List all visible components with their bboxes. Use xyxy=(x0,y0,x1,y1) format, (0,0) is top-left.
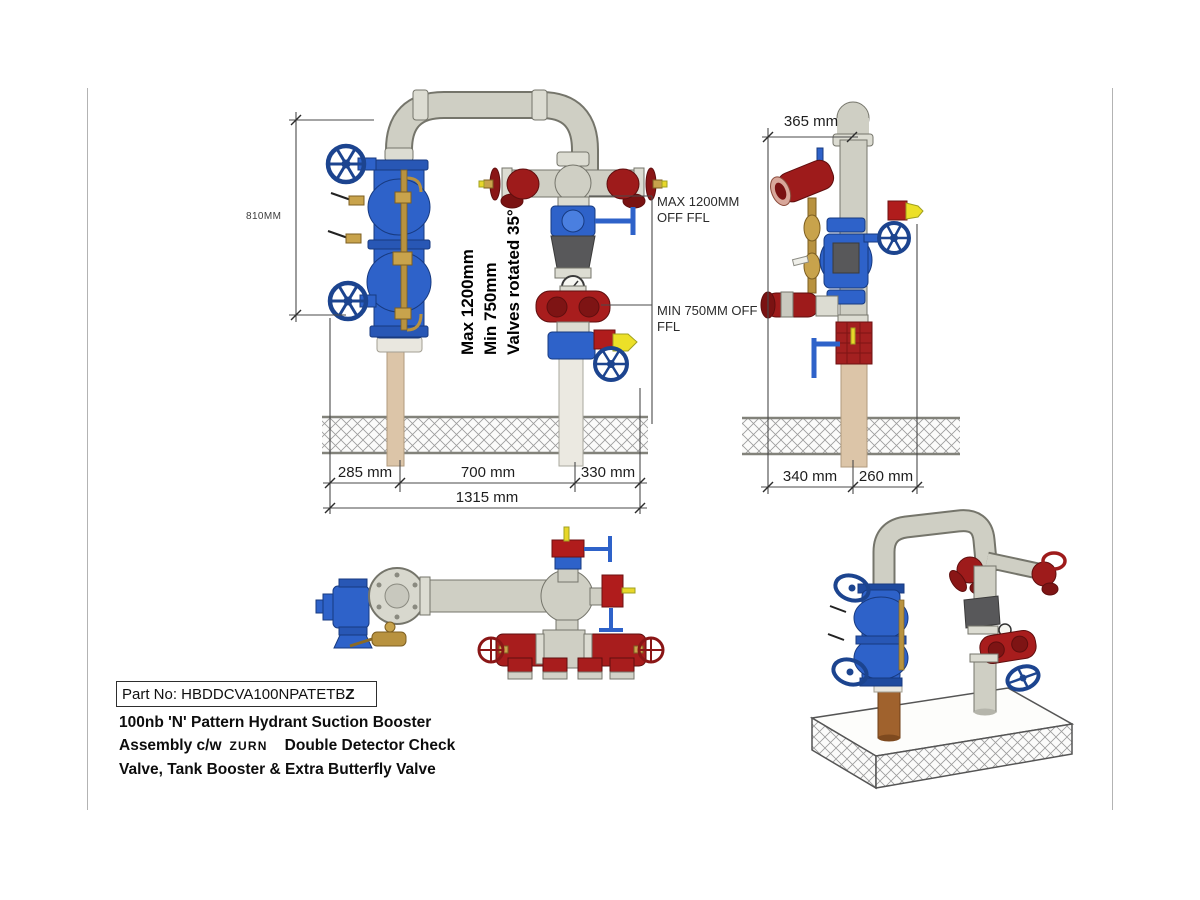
description-line2: Assembly c/w ZURN Double Detector Check xyxy=(119,734,479,758)
hydrant-valve-left xyxy=(478,167,540,209)
brass-bypass-line xyxy=(392,169,423,332)
front-view xyxy=(289,89,668,514)
iso-gray-pipe xyxy=(973,659,997,716)
dim-700-label: 700 mm xyxy=(460,464,516,481)
dim-330-label: 330 mm xyxy=(580,464,636,481)
rotated-note-line1: Max 1200mm xyxy=(458,249,477,355)
side-handwheel xyxy=(863,221,911,255)
side-assembly xyxy=(760,101,924,378)
plan-flange-disc xyxy=(368,567,426,625)
front-booster-riser xyxy=(478,164,668,382)
suction-booster-inlet xyxy=(535,285,611,323)
iso-ddcv-assembly xyxy=(827,573,909,693)
dim-260-label: 260 mm xyxy=(858,468,914,485)
dim-365-label: 365 mm xyxy=(783,113,839,130)
dimension-ticks xyxy=(762,131,923,493)
description-line2-pre: Assembly c/w xyxy=(119,737,222,754)
dim-285-label: 285 mm xyxy=(337,464,393,481)
plan-view xyxy=(315,526,665,680)
zurn-brand-text: ZURN xyxy=(229,739,268,753)
plan-suction-manifold xyxy=(477,629,665,680)
part-number-suffix: Z xyxy=(345,685,355,703)
rotated-note: Max 1200mm Min 750mm Valves rotated 35° xyxy=(456,209,526,355)
side-red-riser-section xyxy=(835,314,873,365)
side-hydrant-outlet-lower xyxy=(760,291,839,319)
frame-right-line xyxy=(1112,88,1113,810)
part-description: 100nb 'N' Pattern Hydrant Suction Booste… xyxy=(119,711,479,781)
manifold-handwheel-left xyxy=(477,636,509,664)
gate-valve-handwheel-bottom xyxy=(327,280,377,322)
front-white-riser-pipe xyxy=(558,355,584,467)
side-tan-riser-pipe xyxy=(840,361,868,468)
annotation-max-ffl: MAX 1200MM OFF FFL xyxy=(657,194,740,225)
pipe-coupling xyxy=(556,151,590,167)
iso-booster-stack xyxy=(963,565,1041,692)
side-tee-handle xyxy=(811,338,840,378)
description-line2-post: Double Detector Check xyxy=(284,737,456,754)
plan-right-branch-valve xyxy=(589,574,636,632)
iso-loop-pipe xyxy=(872,509,1054,592)
front-dimensions xyxy=(289,112,653,514)
plan-main-pipe xyxy=(419,579,547,613)
front-ground-hatch xyxy=(322,415,648,455)
rotated-note-line3: Valves rotated 35° xyxy=(504,209,523,355)
dim-340-label: 340 mm xyxy=(782,468,838,485)
part-number-text: Part No: HBDDCVA100NPATETB xyxy=(122,685,346,703)
rotated-note-line2: Min 750mm xyxy=(481,262,500,355)
red-actuator xyxy=(887,200,908,221)
side-view xyxy=(742,101,960,494)
manifold-handwheel-right xyxy=(633,636,665,664)
description-line1: 100nb 'N' Pattern Hydrant Suction Booste… xyxy=(119,714,432,731)
dim-810-label: 810MM xyxy=(246,211,282,222)
front-ddcv-assembly xyxy=(325,143,432,353)
test-cock-valves xyxy=(327,192,365,244)
iso-blue-handwheel xyxy=(1005,664,1041,692)
side-brass-bypass xyxy=(791,197,821,294)
frame-left-line xyxy=(87,88,88,810)
manifold-outlets xyxy=(507,657,635,680)
gate-valve-handwheel-top xyxy=(325,143,377,185)
annotation-min-ffl: MIN 750MM OFF FFL xyxy=(657,303,758,334)
yellow-arrow-flag xyxy=(905,202,924,220)
pipe-coupling xyxy=(384,147,414,162)
plan-brass-ball-valve xyxy=(349,621,407,648)
side-check-valve-body xyxy=(819,217,873,305)
isometric-view xyxy=(809,509,1075,790)
butterfly-valve-upper xyxy=(550,205,636,237)
side-hydrant-outlet-upper xyxy=(770,159,835,206)
valve-handwheel xyxy=(593,346,629,382)
pipe-coupling xyxy=(412,89,429,121)
iso-slab xyxy=(809,687,1075,790)
plan-top-branch-valve xyxy=(551,526,612,583)
iso-brown-pipe xyxy=(877,687,901,742)
side-dimensions xyxy=(761,128,924,494)
butterfly-valve-lower xyxy=(547,329,638,382)
pipe-coupling xyxy=(531,89,548,121)
plan-butterfly-valve xyxy=(315,578,373,649)
dim-1315-label: 1315 mm xyxy=(455,489,519,506)
dark-valve-section xyxy=(550,235,596,269)
front-tan-riser-pipe xyxy=(386,347,405,467)
front-loop-pipe xyxy=(384,89,599,170)
dimension-ticks xyxy=(290,114,646,514)
description-line3: Valve, Tank Booster & Extra Butterfly Va… xyxy=(119,761,436,778)
hydrant-valve-right xyxy=(606,167,668,209)
